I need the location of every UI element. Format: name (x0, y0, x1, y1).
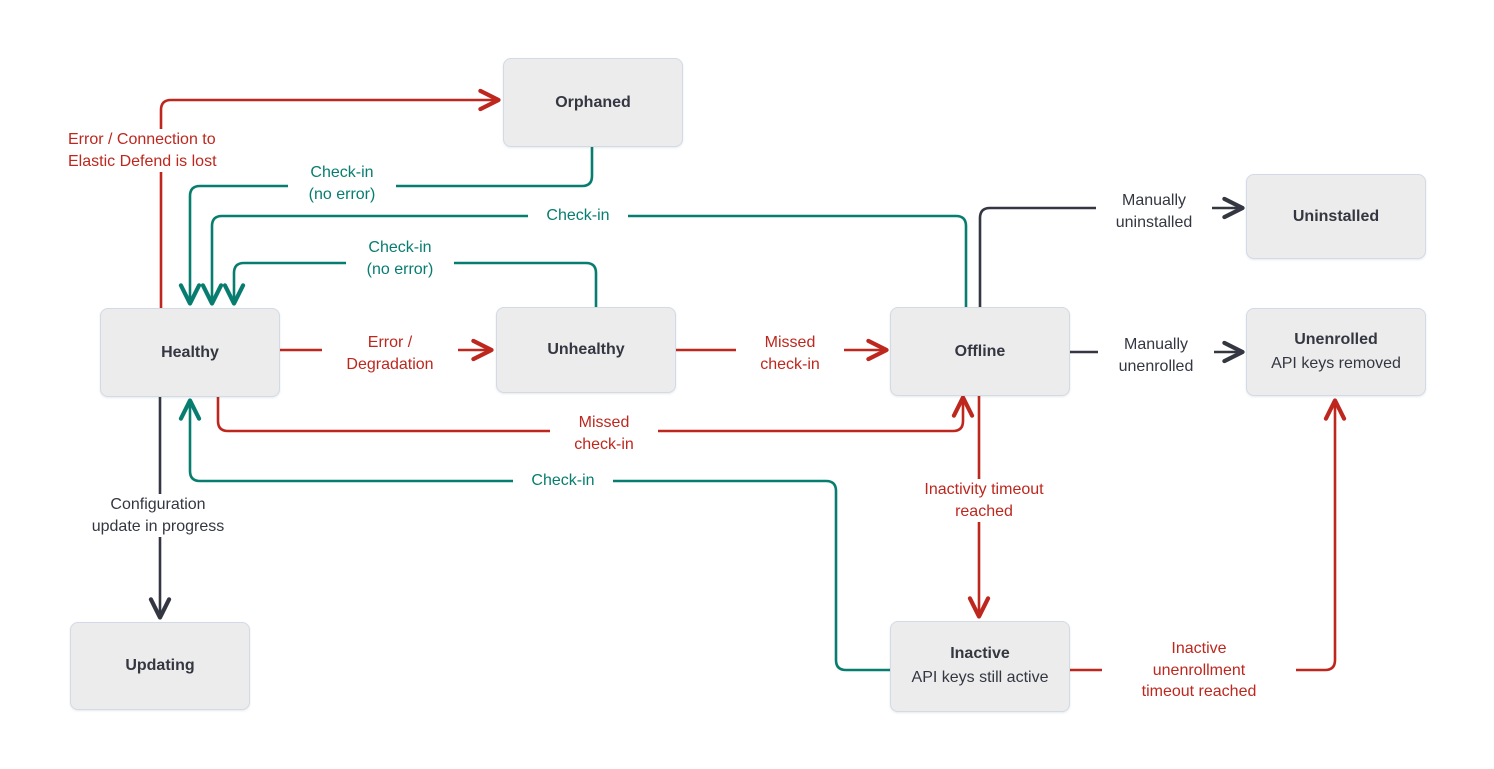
node-unhealthy[interactable]: Unhealthy (496, 307, 676, 393)
node-updating[interactable]: Updating (70, 622, 250, 710)
node-healthy[interactable]: Healthy (100, 308, 280, 397)
edge-label-orphaned-to-healthy: Check-in (no error) (288, 162, 396, 206)
node-unenrolled[interactable]: Unenrolled API keys removed (1246, 308, 1426, 396)
node-offline-title: Offline (954, 342, 1006, 360)
node-unhealthy-title: Unhealthy (547, 341, 625, 358)
node-unenrolled-title: Unenrolled (1294, 330, 1378, 348)
edge-label-inactive-to-unenrolled: Inactive unenrollment timeout reached (1102, 638, 1296, 703)
node-orphaned-title: Orphaned (555, 93, 631, 111)
edge-label-inactive-to-healthy: Check-in (513, 470, 613, 492)
edge-healthy-to-orphaned (159, 88, 501, 308)
edge-label-unhealthy-to-offline: Missed check-in (736, 332, 844, 376)
edge-label-healthy-to-unhealthy: Error / Degradation (322, 332, 458, 376)
node-uninstalled-title: Uninstalled (1292, 207, 1380, 225)
node-unenrolled-subtitle: API keys removed (1271, 354, 1401, 372)
edge-offline-to-healthy (200, 214, 968, 307)
edge-label-offline-to-unenrolled: Manually unenrolled (1098, 334, 1214, 378)
edge-label-offline-to-uninstalled: Manually uninstalled (1096, 190, 1212, 234)
node-healthy-title: Healthy (161, 343, 219, 361)
edge-label-offline-to-inactive: Inactivity timeout reached (888, 479, 1080, 523)
node-updating-title: Updating (125, 657, 195, 674)
node-inactive-title: Inactive (950, 645, 1010, 663)
node-orphaned[interactable]: Orphaned (503, 58, 683, 147)
edge-inactive-to-unenrolled (1070, 398, 1347, 672)
node-inactive[interactable]: Inactive API keys still active (890, 621, 1070, 712)
node-inactive-subtitle: API keys still active (911, 669, 1049, 687)
edge-label-healthy-to-orphaned: Error / Connection to Elastic Defend is … (64, 129, 262, 173)
edge-label-offline-to-healthy: Check-in (528, 205, 628, 227)
node-uninstalled[interactable]: Uninstalled (1246, 174, 1426, 259)
edge-label-healthy-to-offline: Missed check-in (550, 412, 658, 456)
node-offline[interactable]: Offline (890, 307, 1070, 396)
edge-label-unhealthy-to-healthy: Check-in (no error) (346, 237, 454, 281)
edge-label-healthy-to-updating: Configuration update in progress (64, 494, 252, 538)
edge-offline-to-uninstalled (978, 196, 1245, 307)
edge-inactive-to-healthy (178, 398, 890, 672)
